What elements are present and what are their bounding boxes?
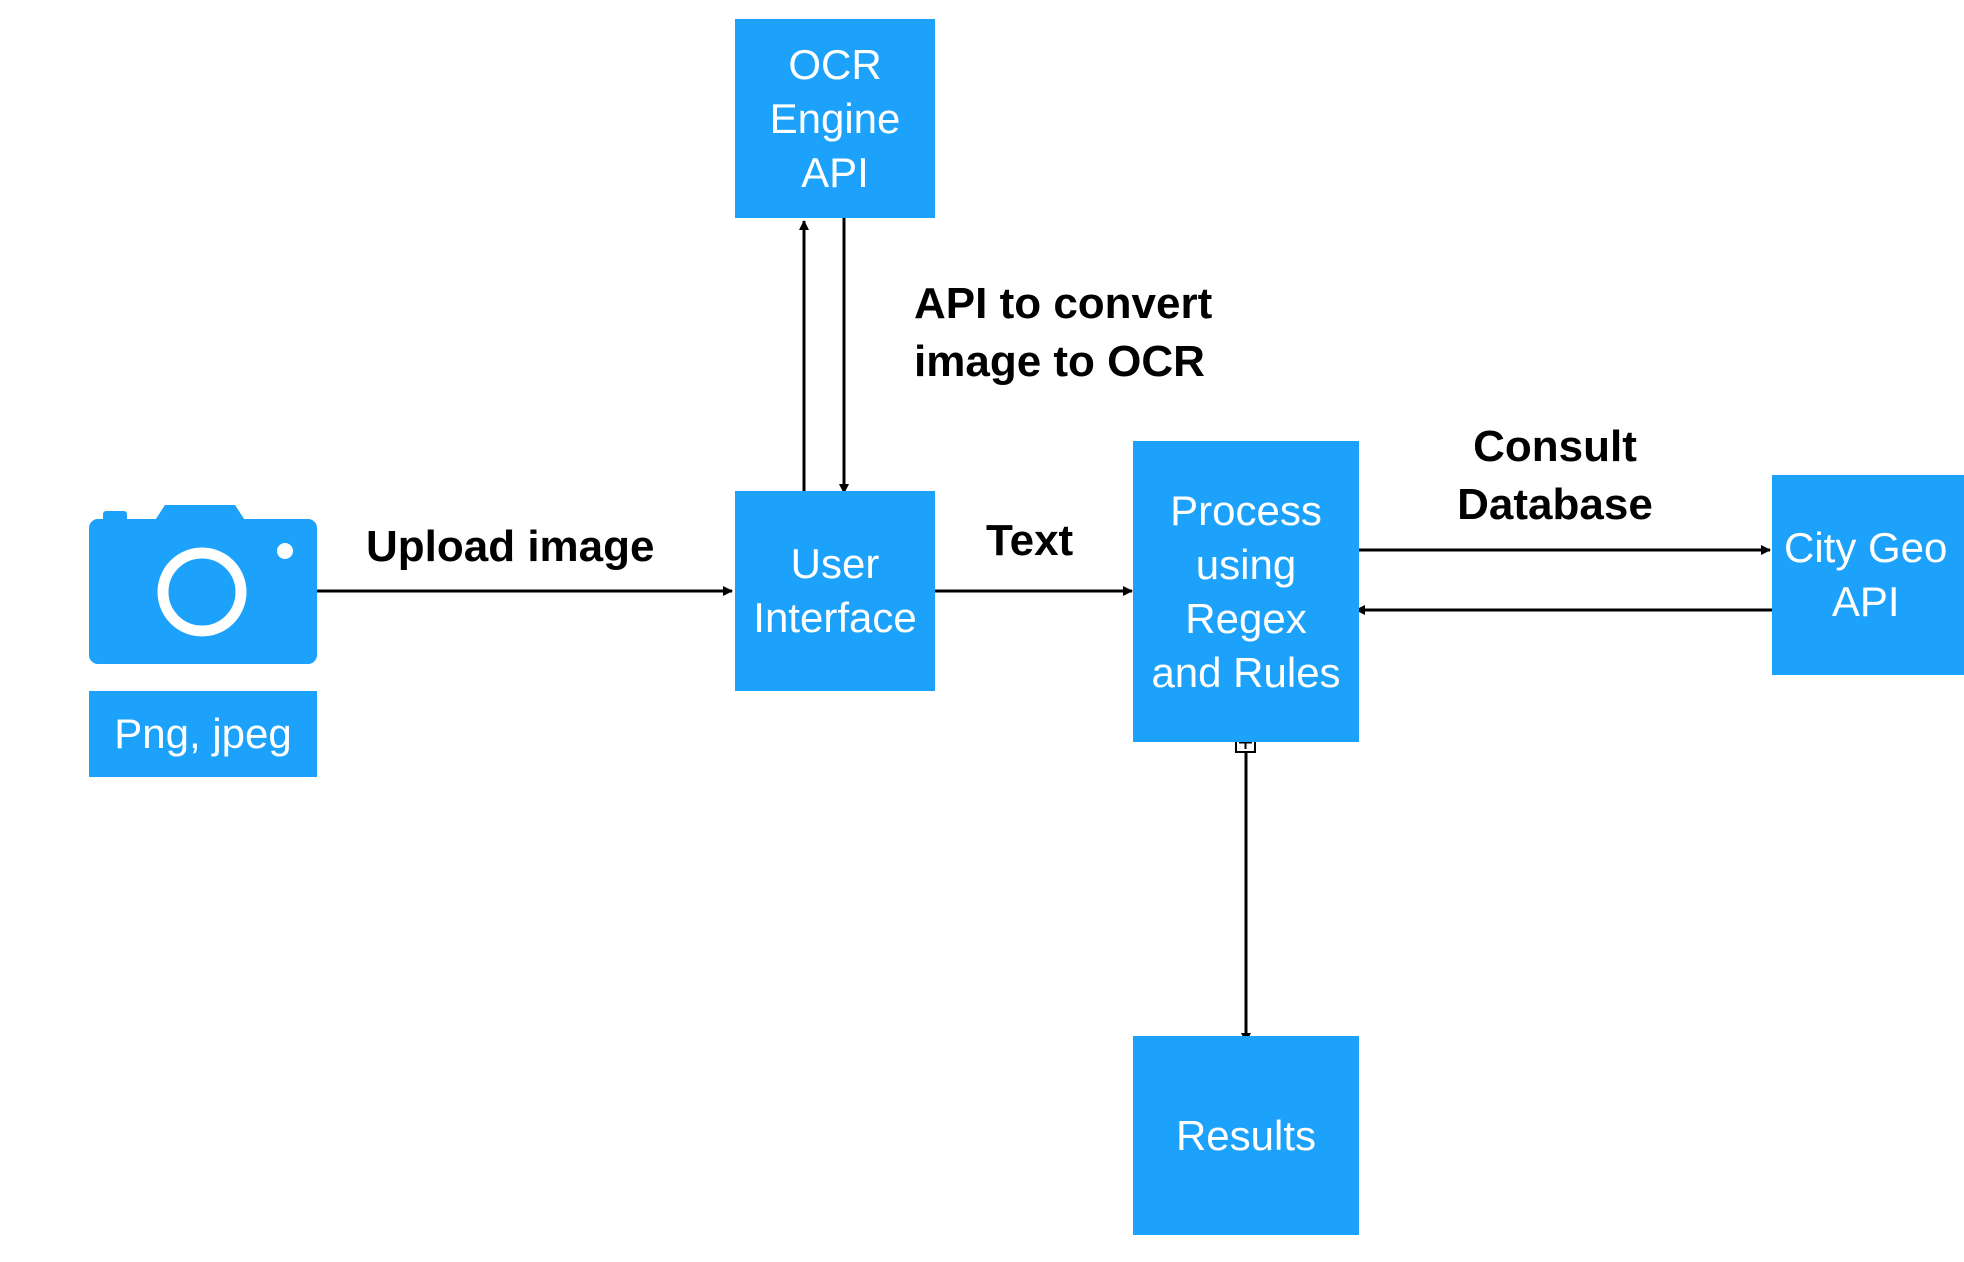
process-box: Process using Regex and Rules — [1133, 441, 1359, 742]
results-box: Results — [1133, 1036, 1359, 1235]
user-interface-box: User Interface — [735, 491, 935, 691]
consult-database-label: Consult Database — [1457, 422, 1653, 529]
text-label: Text — [986, 516, 1074, 565]
city-geo-box: City Geo API — [1772, 475, 1964, 675]
camera-icon — [89, 505, 317, 664]
ocr-api-label: API to convert image to OCR — [914, 279, 1213, 386]
file-types-box: Png, jpeg — [89, 691, 317, 777]
ocr-engine-box: OCR Engine API — [735, 19, 935, 218]
upload-image-label: Upload image — [366, 522, 655, 571]
